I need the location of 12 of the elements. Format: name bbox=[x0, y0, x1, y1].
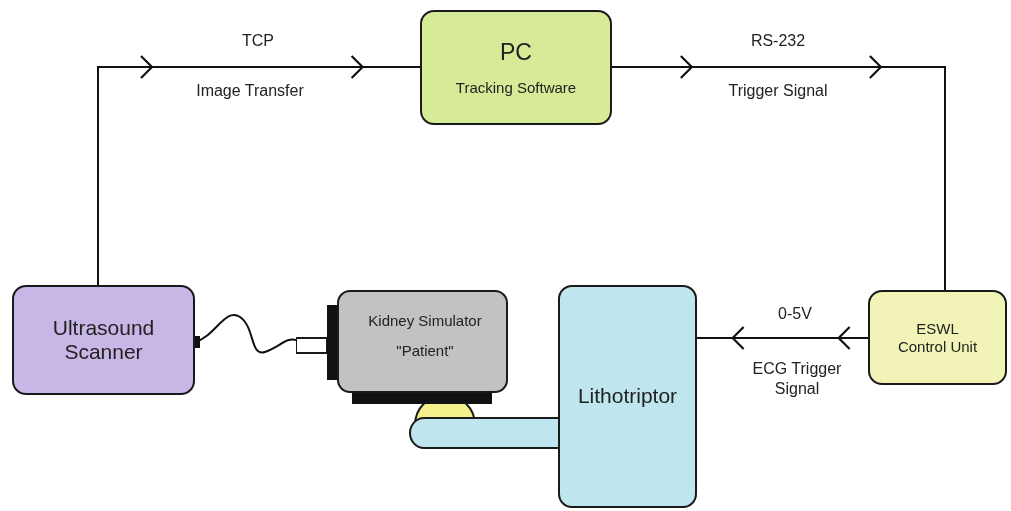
control-unit-box bbox=[868, 290, 1007, 385]
node-label: "Patient" bbox=[396, 341, 454, 359]
node-label: Ultrasound Scanner bbox=[51, 315, 156, 365]
node-label: PC bbox=[500, 38, 532, 66]
node-label: ESWL Control Unit bbox=[896, 320, 979, 355]
lithotriptor-tower bbox=[558, 285, 697, 508]
node-label: Kidney Simulator bbox=[368, 312, 482, 330]
node-label: Tracking Software bbox=[455, 79, 577, 97]
kidney-simulator-device bbox=[296, 290, 508, 405]
node-label: Lithotriptor bbox=[577, 384, 678, 409]
scanner-box bbox=[12, 285, 195, 395]
process-box bbox=[420, 10, 612, 125]
